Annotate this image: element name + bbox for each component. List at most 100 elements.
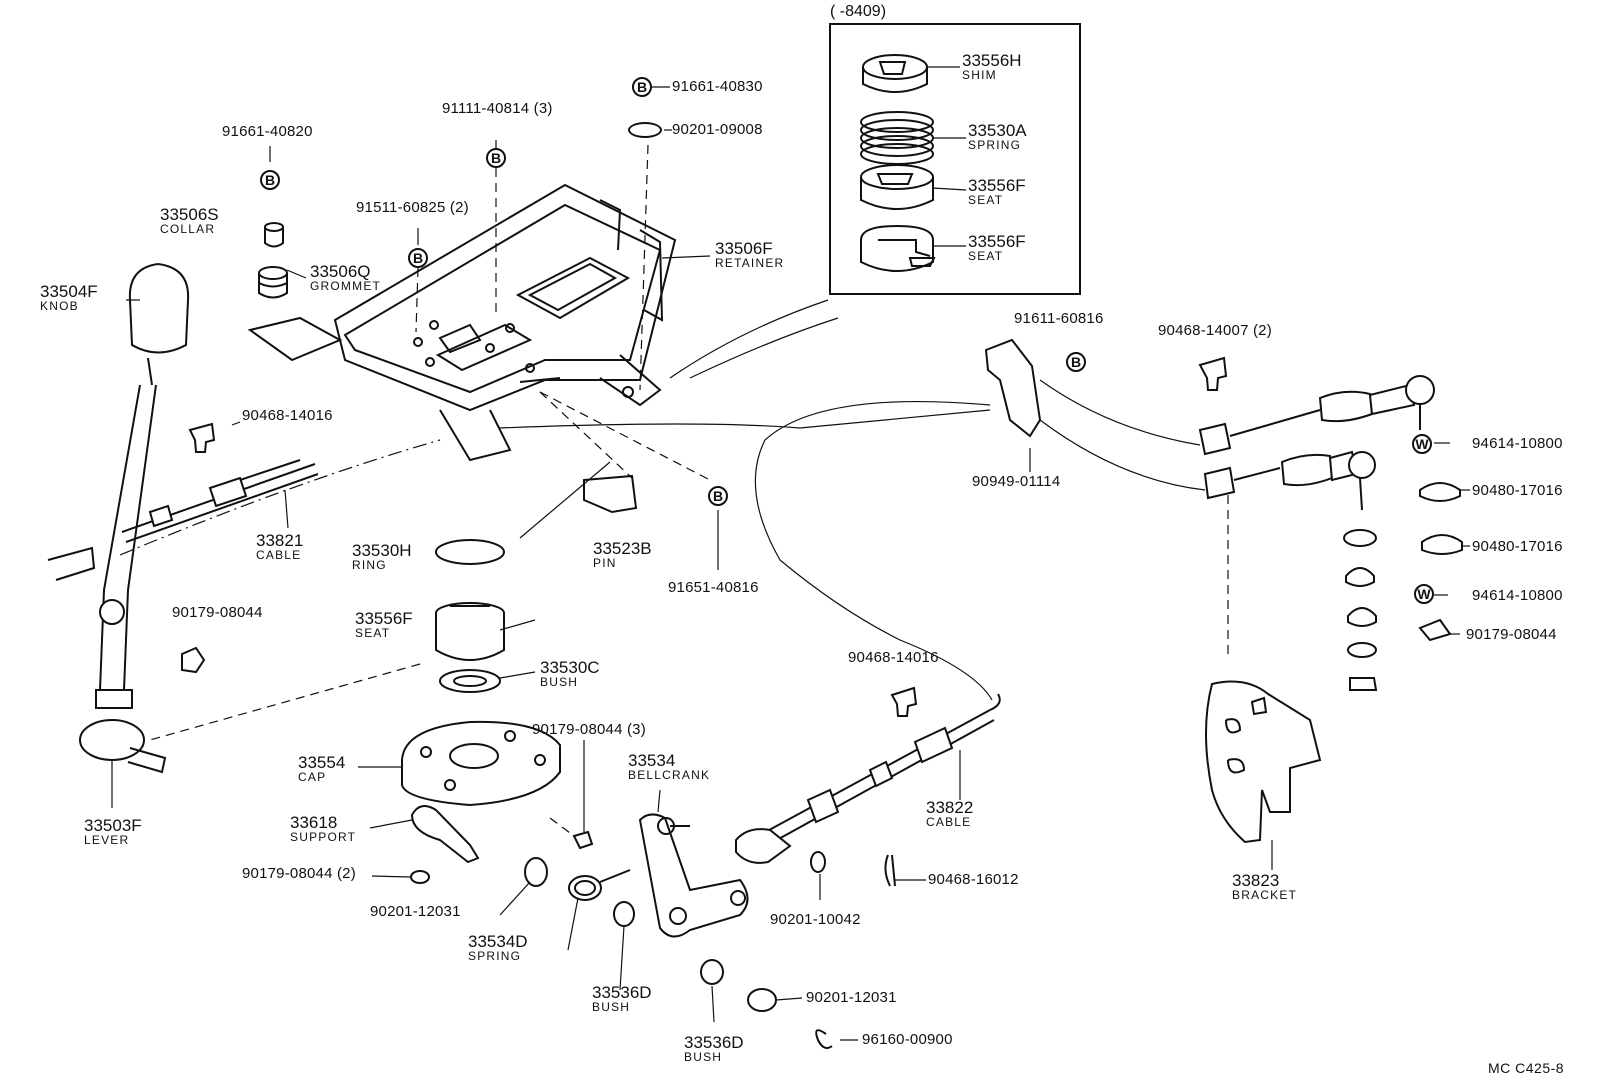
bush-33536d-drawing-b	[700, 959, 724, 985]
part-number: 33523B	[593, 539, 652, 558]
part-name: BUSH	[592, 1000, 631, 1014]
shim-33556h-drawing	[862, 54, 928, 93]
part-label-33554: 33554 CAP	[298, 754, 345, 783]
clip-96160-00900-drawing	[815, 1029, 833, 1049]
washer-marker-w: W	[1414, 584, 1434, 604]
part-label-33506s: 33506S COLLAR	[160, 206, 219, 235]
pin-33523b-drawing	[583, 474, 638, 514]
pn-90480-17016-a: 90480-17016	[1472, 482, 1563, 499]
cable-33822-route	[754, 400, 993, 701]
part-number: 33506S	[160, 205, 219, 224]
bolt-marker-b: B	[708, 486, 728, 506]
bracket-33823-drawing	[1205, 680, 1322, 844]
cable-33821-route	[119, 439, 441, 556]
part-label-33523b: 33523B PIN	[593, 540, 652, 569]
clip-90468-14007-drawing	[1198, 356, 1228, 391]
part-name: CABLE	[256, 548, 302, 562]
part-label-33506q: 33506Q GROMMET	[310, 263, 381, 292]
part-name: BRACKET	[1232, 888, 1298, 902]
bolt-marker-b: B	[1066, 352, 1086, 372]
part-number: 33506F	[715, 239, 773, 258]
part-label-33556f-b: 33556F SEAT	[968, 233, 1026, 262]
grommet-33506q-drawing	[258, 266, 288, 299]
pn-94614-10800-b: 94614-10800	[1472, 587, 1563, 604]
part-number: 33618	[290, 813, 338, 832]
clip-90468-14016-drawing-b	[890, 686, 918, 717]
cap-33554-drawing	[401, 720, 561, 807]
part-label-33536d-b: 33536D BUSH	[684, 1034, 744, 1063]
part-name: CAP	[298, 770, 327, 784]
part-number: 33503F	[84, 816, 142, 835]
part-number: 33530A	[968, 121, 1027, 140]
part-name: BELLCRANK	[628, 768, 711, 782]
pn-91651-40816: 91651-40816	[668, 579, 759, 596]
part-name: SPRING	[468, 949, 522, 963]
washer-90201-09008-drawing	[628, 122, 662, 138]
right-stack-drawing	[1343, 482, 1463, 691]
part-number: 33534D	[468, 932, 528, 951]
nut-90179-08044-drawing-a	[181, 646, 206, 674]
part-label-33534: 33534 BELLCRANK	[628, 752, 710, 781]
pn-91111-40814: 91111-40814 (3)	[442, 100, 553, 117]
part-name: CABLE	[926, 815, 972, 829]
part-name: GROMMET	[310, 279, 382, 293]
bolt-marker-b: B	[486, 148, 506, 168]
pn-90179-08044-a: 90179-08044	[172, 604, 263, 621]
part-label-33503f: 33503F LEVER	[84, 817, 142, 846]
cable-route-mid	[499, 409, 991, 429]
part-label-33534d: 33534D SPRING	[468, 933, 528, 962]
part-number: 33530H	[352, 541, 412, 560]
collar-33506s-drawing	[264, 222, 284, 248]
nut-90179-08044-drawing-2	[410, 870, 430, 884]
pn-91611-60816: 91611-60816	[1014, 310, 1104, 327]
washer-90201-10042-drawing	[810, 851, 826, 873]
part-label-33823: 33823 BRACKET	[1232, 872, 1297, 901]
clip-90468-14016-drawing-a	[188, 422, 216, 453]
pn-90179-08044-r: 90179-08044	[1466, 626, 1557, 643]
spring-33534d-drawing	[568, 869, 631, 901]
ring-33530h-drawing	[435, 539, 505, 565]
part-label-33556f-main: 33556F SEAT	[355, 610, 413, 639]
part-number: 33506Q	[310, 262, 371, 281]
part-number: 33504F	[40, 282, 98, 301]
figure-code: MC C425-8	[1488, 1060, 1565, 1076]
part-label-33536d-a: 33536D BUSH	[592, 984, 652, 1013]
pn-90179-08044-3: 90179-08044 (3)	[532, 721, 646, 738]
part-label-33530c: 33530C BUSH	[540, 659, 600, 688]
pn-90201-09008: 90201-09008	[672, 121, 763, 138]
part-name: SUPPORT	[290, 830, 357, 844]
part-name: RING	[352, 558, 387, 572]
part-name: KNOB	[40, 299, 79, 313]
pn-90468-14007: 90468-14007 (2)	[1158, 322, 1272, 339]
bush-33530c-drawing	[439, 669, 501, 693]
part-label-33506f: 33506F RETAINER	[715, 240, 784, 269]
part-number: 33822	[926, 798, 974, 817]
bolt-marker-b: B	[408, 248, 428, 268]
pn-90201-10042: 90201-10042	[770, 911, 861, 928]
washer-90201-12031-drawing-a	[524, 857, 548, 887]
pn-90480-17016-b: 90480-17016	[1472, 538, 1563, 555]
part-label-33556h: 33556H SHIM	[962, 52, 1022, 81]
bellcrank-33534-drawing	[638, 813, 749, 938]
part-name: SPRING	[968, 138, 1022, 152]
pn-90179-08044-2: 90179-08044 (2)	[242, 865, 356, 882]
part-name: PIN	[593, 556, 617, 570]
bolt-marker-b: B	[632, 77, 652, 97]
part-number: 33556F	[355, 609, 413, 628]
part-name: SEAT	[968, 249, 1004, 263]
part-name: SHIM	[962, 68, 997, 82]
part-label-33821: 33821 CABLE	[256, 532, 303, 561]
part-name: SEAT	[355, 626, 391, 640]
cable-route-upper	[669, 299, 829, 379]
cable-33821-drawing	[121, 459, 319, 543]
part-number: 33536D	[684, 1033, 744, 1052]
part-label-33530h: 33530H RING	[352, 542, 412, 571]
bolt-marker-b: B	[260, 170, 280, 190]
inset-title: ( -8409)	[830, 3, 887, 20]
part-name: SEAT	[968, 193, 1004, 207]
bracket-90949-01114-drawing	[984, 338, 1042, 438]
part-name: BUSH	[540, 675, 579, 689]
part-number: 33821	[256, 531, 304, 550]
